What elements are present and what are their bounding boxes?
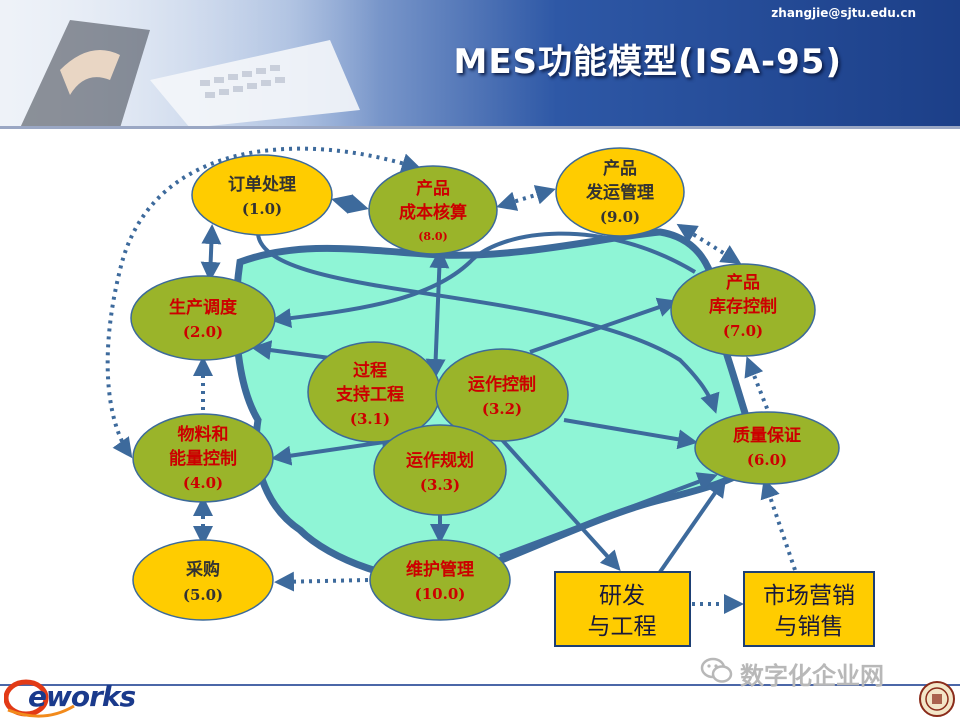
link-order-material [105,146,422,459]
link-maintenance-purchase [274,571,369,592]
box-research-development: 研发 与工程 [554,571,691,647]
link-opcontrol-quality [563,418,698,450]
node-maintenance-management: 维护管理 (10.0) [369,539,511,621]
node-opplan-label: 运作规划 [406,450,474,471]
node-process-line2: 支持工程 [336,384,404,405]
node-cost-line1: 产品 [416,178,450,199]
node-purchase-label: 采购 [185,559,220,580]
node-process-support: 过程 支持工程 (3.1) [307,341,441,443]
node-maintenance-code: (10.0) [415,585,466,603]
node-opplan-code: (3.3) [420,476,460,494]
link-opplan-rnd [493,430,621,571]
link-opcontrol-inventory [529,297,678,354]
link-order-quality [256,233,720,414]
node-material-code: (4.0) [183,474,223,492]
node-material-energy: 物料和 能量控制 (4.0) [132,413,274,503]
node-purchase-code: (5.0) [183,586,223,604]
rnd-line1: 研发 [599,583,645,609]
node-maintenance-label: 维护管理 [406,559,474,580]
node-quality-code: (6.0) [747,451,787,469]
node-inventory-line1: 产品 [726,272,760,293]
node-order-processing: 订单处理 (1.0) [191,154,333,236]
link-schedule-order [200,224,222,282]
node-material-line2: 能量控制 [169,448,237,469]
author-email: zhangjie@sjtu.edu.cn [771,6,916,20]
node-inventory-line2: 库存控制 [709,296,777,317]
node-shipping-line2: 发运管理 [585,182,654,203]
rnd-line2: 与工程 [588,614,657,640]
node-product-shipping: 产品 发运管理 (9.0) [555,147,685,237]
desk-photo-decoration [0,0,380,128]
slide-title: MES功能模型(ISA-95) [453,42,842,82]
footer-divider [0,684,960,686]
node-material-line1: 物料和 [178,424,229,445]
link-maintenance-quality [499,472,718,558]
node-production-scheduling: 生产调度 (2.0) [130,275,276,361]
link-rnd-quality [658,476,727,574]
node-quality-label: 质量保证 [733,425,801,446]
node-shipping-line1: 产品 [603,158,637,179]
node-purchasing: 采购 (5.0) [132,539,274,621]
box-marketing-sales: 市场营销 与销售 [743,571,875,647]
wechat-icon [700,657,733,683]
node-schedule-label: 生产调度 [169,297,238,318]
node-shipping-code: (9.0) [600,208,640,226]
link-material-opplan [271,432,402,466]
node-inventory-control: 产品 库存控制 (7.0) [670,263,816,357]
title-divider [0,126,960,129]
link-marketing-quality [760,478,797,571]
node-cost-line2: 成本核算 [399,202,467,223]
node-schedule-code: (2.0) [183,323,223,341]
node-process-code: (3.1) [350,410,390,428]
node-quality-assurance: 质量保证 (6.0) [694,411,840,485]
node-order-label: 订单处理 [228,174,296,195]
university-seal-icon [919,681,955,717]
link-cost-shipping [496,185,556,211]
node-operations-control: 运作控制 (3.2) [435,348,569,442]
link-inventory-schedule [271,231,697,329]
link-shipping-inventory [676,223,742,265]
node-product-cost: 产品 成本核算 (8.0) [368,165,498,255]
node-operations-planning: 运作规划 (3.3) [373,424,507,516]
node-inventory-code: (7.0) [723,322,763,340]
link-quality-inventory [744,356,772,417]
mes-function-diagram: 订单处理 (1.0) 产品 发运管理 (9.0) 采购 (5.0) 产品 成本核… [105,146,875,647]
marketing-line2: 与销售 [775,614,844,640]
marketing-line1: 市场营销 [763,583,855,609]
node-process-line1: 过程 [353,361,387,381]
node-opcontrol-code: (3.2) [482,400,522,418]
header-banner: zhangjie@sjtu.edu.cn MES功能模型(ISA-95) [0,0,960,128]
link-cost-opcontrol [425,248,450,379]
eworks-logo-text: eworks [28,680,136,713]
node-cost-code: (8.0) [418,230,448,243]
link-process-schedule [251,340,331,361]
node-opcontrol-label: 运作控制 [468,374,536,395]
watermark-text: 数字化企业网 [740,662,884,690]
eworks-logo-icon [4,679,75,718]
node-order-code: (1.0) [242,200,282,218]
link-order-cost [331,194,369,214]
